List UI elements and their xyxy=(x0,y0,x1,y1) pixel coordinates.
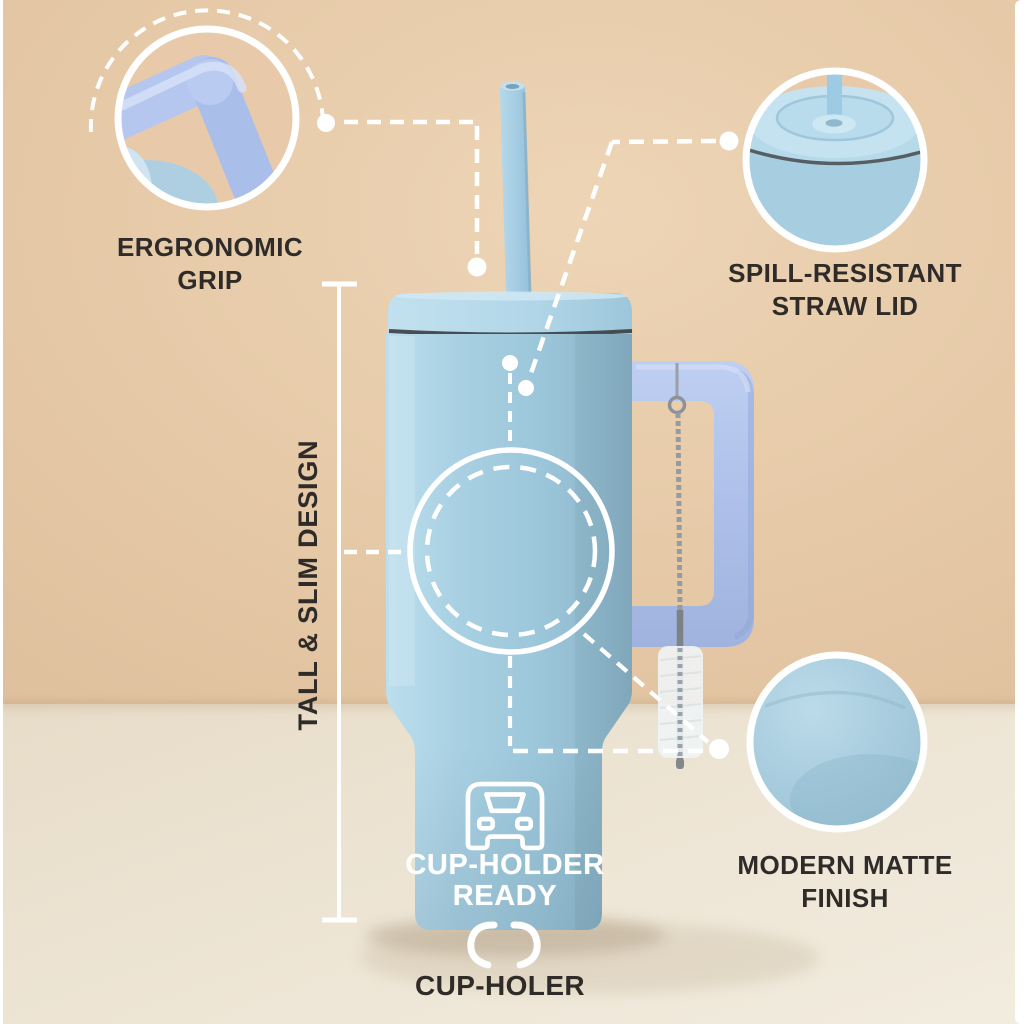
cup-holder-ready-line1: CUP-HOLDER xyxy=(405,849,605,881)
tumbler-handle xyxy=(630,361,754,647)
cleaning-brush xyxy=(658,363,703,769)
callout-matte-finish xyxy=(746,651,928,833)
callout-straw-lid xyxy=(742,67,928,253)
cup-holder-ready-label: CUP-HOLDER READY xyxy=(398,850,612,912)
tumbler xyxy=(386,81,754,930)
tumbler-lid xyxy=(388,291,633,341)
spill-resistant-label-line1: SPILL-RESISTANT xyxy=(728,258,962,288)
ergonomic-grip-label: ERGRONOMIC GRIP xyxy=(117,232,303,295)
cup-holder-clamp-icon xyxy=(461,919,547,976)
left-border xyxy=(0,0,3,1024)
tumbler-body xyxy=(386,334,632,930)
right-border xyxy=(1015,0,1024,1024)
leader-to-matte-finish xyxy=(507,632,729,759)
spill-resistant-label-line2: STRAW LID xyxy=(771,291,919,321)
modern-matte-label-line1: MODERN MATTE xyxy=(737,850,953,880)
tall-slim-label: TALL & SLIM DESIGN xyxy=(293,439,323,731)
callout-ergonomic-grip xyxy=(88,8,325,211)
cup-holder-ready-line2: READY xyxy=(452,880,558,912)
brush-hook-icon xyxy=(667,395,687,415)
car-front-icon xyxy=(465,781,545,856)
dashed-focus-circle xyxy=(407,355,615,655)
cup-holer-label: CUP-HOLER xyxy=(414,970,586,1001)
leader-ergonomic-to-straw xyxy=(317,114,487,277)
spill-resistant-label: SPILL-RESISTANT STRAW LID xyxy=(715,257,975,323)
measure-line-tall-slim xyxy=(322,281,409,923)
modern-matte-label-line2: FINISH xyxy=(801,883,889,913)
leader-strawlid-to-cup xyxy=(518,131,739,396)
modern-matte-label: MODERN MATTE FINISH xyxy=(715,849,975,915)
tumbler-straw xyxy=(500,81,532,296)
